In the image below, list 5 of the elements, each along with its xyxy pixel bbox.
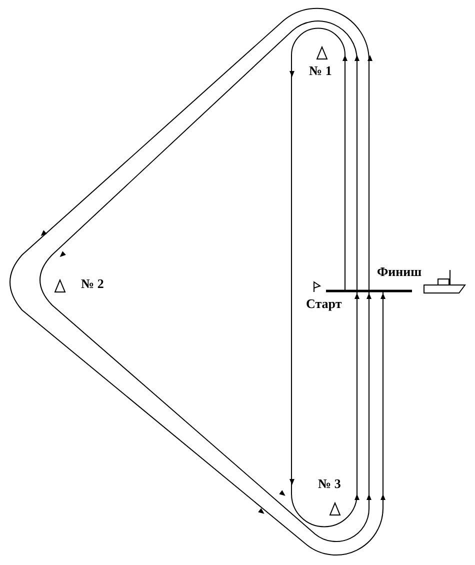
mark-label: № 3 [318,477,341,490]
mark-label: № 1 [309,64,332,77]
mark-label: № 2 [81,277,104,290]
mark-label: Старт [306,297,342,310]
mark-label: Финиш [377,265,422,278]
